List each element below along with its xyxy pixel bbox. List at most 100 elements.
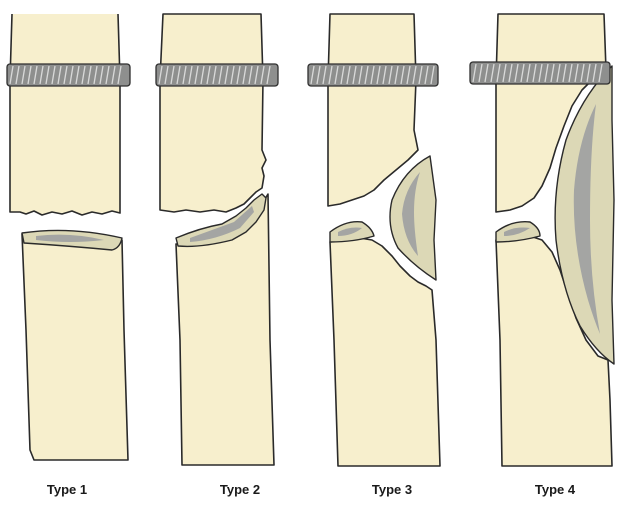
fixation-screw (307, 63, 439, 87)
screw-thread (224, 65, 229, 85)
upper-bone-segment (9, 13, 121, 216)
caption-type-2: Type 2 (219, 482, 261, 497)
screw-thread (328, 65, 333, 85)
screw-thread (502, 63, 507, 83)
screw-thread (9, 65, 14, 85)
screw-thread (33, 65, 38, 85)
screw-thread (424, 65, 429, 85)
screw-thread (158, 65, 163, 85)
screw-thread (376, 65, 381, 85)
screw-thread (51, 65, 56, 85)
screw-thread (316, 65, 321, 85)
screw-thread (69, 65, 74, 85)
screw-thread (322, 65, 327, 85)
screw-thread (248, 65, 253, 85)
screw-thread (218, 65, 223, 85)
screw-thread (176, 65, 181, 85)
screw-thread (472, 63, 477, 83)
panel-type-1 (6, 13, 131, 461)
screw-thread (526, 63, 531, 83)
screw-thread (406, 65, 411, 85)
screw-thread (236, 65, 241, 85)
screw-thread (388, 65, 393, 85)
screw-thread (81, 65, 86, 85)
screw-thread (206, 65, 211, 85)
screw-thread (260, 65, 265, 85)
screw-thread (508, 63, 513, 83)
caption-type-3: Type 3 (371, 482, 413, 497)
screw-thread (478, 63, 483, 83)
screw-thread (200, 65, 205, 85)
fixation-screw (469, 61, 611, 85)
screw-thread (87, 65, 92, 85)
screw-thread (568, 63, 573, 83)
screw-thread (550, 63, 555, 83)
screw-thread (170, 65, 175, 85)
screw-thread (242, 65, 247, 85)
screw-thread (39, 65, 44, 85)
screw-thread (75, 65, 80, 85)
screw-shaft (6, 63, 131, 87)
screw-thread (27, 65, 32, 85)
screw-thread (484, 63, 489, 83)
screw-thread (592, 63, 597, 83)
screw-thread (490, 63, 495, 83)
upper-bone-segment (327, 13, 419, 207)
screw-thread (266, 65, 271, 85)
marrow-cavity (36, 234, 104, 242)
screw-thread (532, 63, 537, 83)
screw-thread (520, 63, 525, 83)
screw-thread (400, 65, 405, 85)
screw-thread (334, 65, 339, 85)
screw-thread (358, 65, 363, 85)
screw-thread (254, 65, 259, 85)
screw-thread (105, 65, 110, 85)
marrow-cavity (190, 206, 254, 242)
screw-thread (574, 63, 579, 83)
screw-thread (370, 65, 375, 85)
screw-thread (586, 63, 591, 83)
screw-thread (182, 65, 187, 85)
screw-thread (382, 65, 387, 85)
screw-thread (45, 65, 50, 85)
screw-thread (21, 65, 26, 85)
screw-thread (57, 65, 62, 85)
screw-thread (188, 65, 193, 85)
screw-thread (556, 63, 561, 83)
screw-thread (111, 65, 116, 85)
screw-thread (63, 65, 68, 85)
butterfly-marrow (402, 172, 420, 256)
screw-thread (544, 63, 549, 83)
screw-shaft (155, 63, 279, 87)
screw-thread (364, 65, 369, 85)
butterfly-marrow (573, 104, 600, 334)
fixation-screw (155, 63, 279, 87)
caption-type-1: Type 1 (46, 482, 88, 497)
screw-thread (598, 63, 603, 83)
lower-bone-segment (21, 233, 129, 461)
screw-thread (580, 63, 585, 83)
panel-type-2 (155, 13, 279, 466)
screw-thread (340, 65, 345, 85)
marrow-cavity-small (504, 227, 530, 236)
screw-thread (514, 63, 519, 83)
screw-thread (346, 65, 351, 85)
screw-thread (496, 63, 501, 83)
screw-thread (562, 63, 567, 83)
screw-thread (230, 65, 235, 85)
screw-thread (430, 65, 435, 85)
screw-thread (164, 65, 169, 85)
screw-thread (15, 65, 20, 85)
screw-thread (418, 65, 423, 85)
screw-thread (412, 65, 417, 85)
screw-thread (117, 65, 122, 85)
panel-type-3 (307, 13, 441, 467)
screw-thread (394, 65, 399, 85)
panel-type-4 (469, 13, 615, 467)
upper-bone-segment (159, 13, 267, 213)
screw-thread (538, 63, 543, 83)
bone-fragment (175, 193, 267, 248)
screw-thread (194, 65, 199, 85)
caption-type-4: Type 4 (534, 482, 576, 497)
